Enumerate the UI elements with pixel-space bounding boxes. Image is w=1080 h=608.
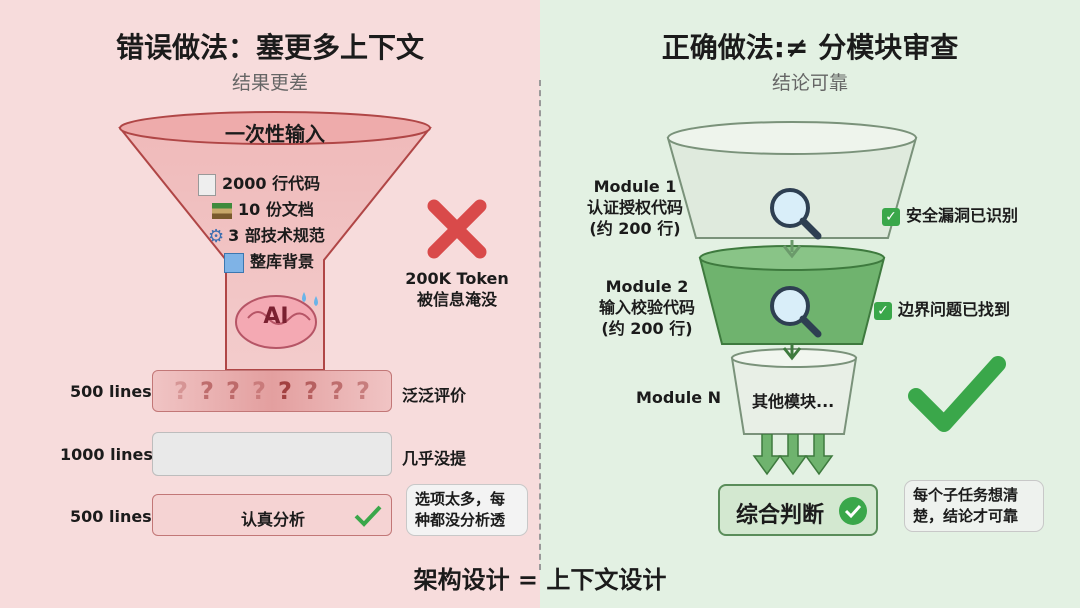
document-icon (198, 174, 216, 196)
books-icon (212, 203, 232, 219)
row-result-2: 几乎没提 (402, 445, 466, 469)
module-1-result: ✓安全漏洞已识别 (882, 202, 1018, 226)
building-icon (224, 253, 244, 273)
down-arrows (752, 434, 838, 478)
input-item: 2000 行代码 (198, 170, 378, 196)
wrong-approach-subtitle: 结果更差 (0, 68, 540, 95)
magnifier-icon (766, 282, 826, 342)
right-approach-title: 正确做法:≠ 分模块审查 (540, 26, 1080, 66)
panel-divider (539, 80, 541, 570)
question-mark: ? (272, 371, 298, 411)
input-list: 2000 行代码 10 份文档 ⚙3 部技术规范 整库背景 (198, 170, 378, 274)
question-mark: ? (298, 371, 324, 411)
cross-icon (426, 198, 488, 260)
check-icon (353, 503, 383, 529)
module-2-result: ✓边界问题已找到 (874, 296, 1010, 320)
final-judgment-label: 综合判断 (736, 497, 824, 529)
row-bar-3: 认真分析 (152, 494, 392, 536)
question-mark: ? (246, 371, 272, 411)
right-note: 每个子任务想清楚，结论才可靠 (904, 480, 1044, 532)
question-mark: ? (220, 371, 246, 411)
magnifier-icon (766, 184, 826, 244)
row-lines-2: 1000 lines (60, 445, 153, 464)
input-item: ⚙3 部技术规范 (198, 222, 378, 248)
big-check-icon (906, 352, 1006, 436)
input-item: 10 份文档 (198, 196, 378, 222)
wrong-approach-title: 错误做法：塞更多上下文 (0, 26, 540, 66)
funnel-title: 一次性输入 (200, 118, 350, 147)
question-mark: ? (350, 371, 376, 411)
input-item: 整库背景 (198, 248, 378, 274)
gear-icon: ⚙ (208, 226, 224, 247)
left-note: 选项太多，每种都没分析透 (406, 484, 528, 536)
row-lines-3: 500 lines (70, 507, 152, 526)
checkbox-icon: ✓ (874, 302, 892, 320)
ai-label: AI (254, 304, 298, 329)
row-bar-2 (152, 432, 392, 476)
row-bar-1: ???????? (152, 370, 392, 412)
final-judgment-box: 综合判断 (718, 484, 878, 536)
question-mark: ? (324, 371, 350, 411)
footer-caption: 架构设计 = 上下文设计 (0, 560, 1080, 595)
question-mark: ? (168, 371, 194, 411)
module-n-content: 其他模块... (752, 388, 834, 412)
module-n-label: Module N (636, 388, 721, 407)
row-content-3: 认真分析 (241, 506, 305, 530)
right-approach-subtitle: 结论可靠 (540, 68, 1080, 95)
row-lines-1: 500 lines (70, 382, 152, 401)
question-mark: ? (194, 371, 220, 411)
row-result-1: 泛泛评价 (402, 382, 466, 406)
checkbox-icon: ✓ (882, 208, 900, 226)
check-circle-icon (838, 496, 868, 526)
